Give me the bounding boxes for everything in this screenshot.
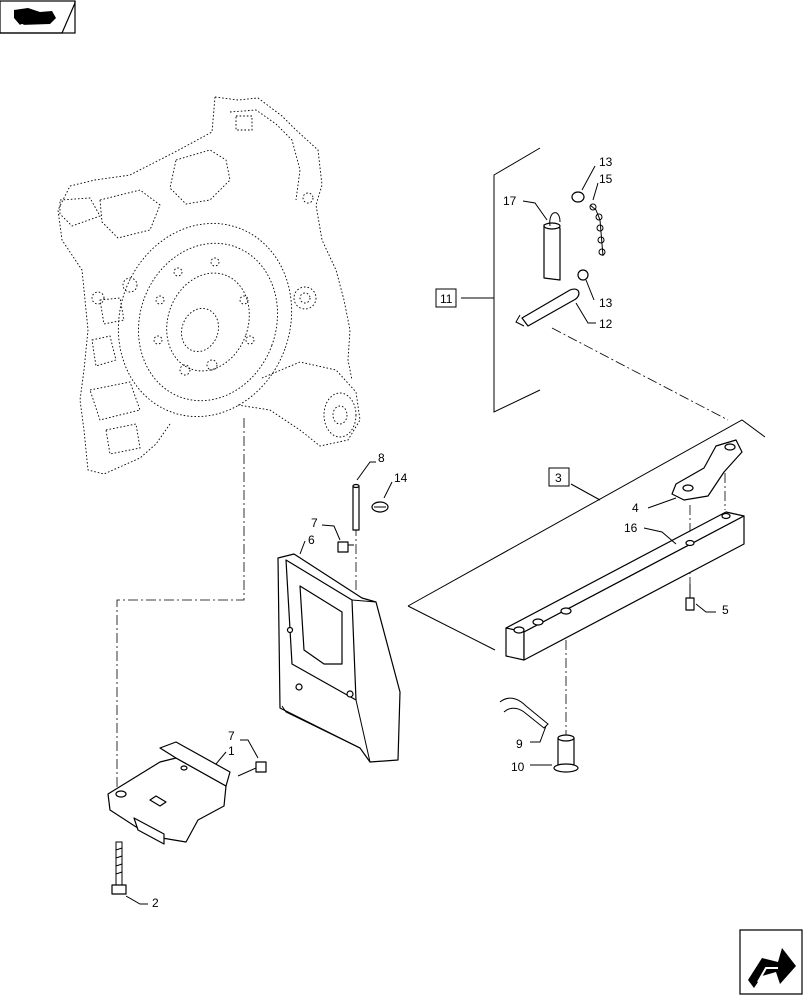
callout-7-lower: 7 xyxy=(228,729,235,743)
bolt-7-lower xyxy=(237,761,267,777)
callouts-mounting: 7 1 2 xyxy=(125,729,259,910)
drawbar-16 xyxy=(505,511,745,661)
pin-17 xyxy=(543,212,561,281)
callout-14: 14 xyxy=(394,471,408,485)
clip-12 xyxy=(515,288,580,327)
transmission-housing xyxy=(57,96,361,475)
callout-5: 5 xyxy=(722,603,729,617)
callout-7-upper: 7 xyxy=(311,516,318,530)
callout-16: 16 xyxy=(624,521,638,535)
group-3-bracket: 3 xyxy=(407,419,766,651)
alignment-lines xyxy=(116,327,729,790)
callout-9: 9 xyxy=(516,737,523,751)
callouts-bracket: 8 14 7 6 xyxy=(299,451,408,555)
pin-10 xyxy=(553,734,579,773)
pin-8 xyxy=(352,483,360,531)
clip-9 xyxy=(499,697,549,729)
mounting-bracket-1 xyxy=(107,741,231,845)
bolt-5 xyxy=(685,584,695,611)
bolt-2 xyxy=(111,841,127,895)
callout-2: 2 xyxy=(152,896,159,910)
callout-15: 15 xyxy=(599,172,613,186)
callout-6: 6 xyxy=(308,533,315,547)
support-bracket-6 xyxy=(277,553,401,763)
callout-1: 1 xyxy=(228,744,235,758)
callouts-group-11: 13 15 17 11 13 12 xyxy=(435,155,613,331)
ring-13-lower xyxy=(577,269,589,281)
callouts-drawbar: 4 16 5 9 10 xyxy=(511,497,729,774)
group-11-bracket xyxy=(461,147,541,413)
callout-13-top: 13 xyxy=(599,155,613,169)
callout-17: 17 xyxy=(503,194,517,208)
chain-15 xyxy=(589,203,606,257)
cap-14 xyxy=(371,501,389,513)
next-page-arrow-icon xyxy=(748,948,796,988)
tractor-icon-button[interactable] xyxy=(0,0,76,34)
next-page-button[interactable] xyxy=(739,929,803,995)
callout-13-bottom: 13 xyxy=(599,296,613,310)
callout-8: 8 xyxy=(378,451,385,465)
callout-3: 3 xyxy=(555,471,562,485)
ring-13-upper xyxy=(571,191,585,203)
tractor-silhouette-icon xyxy=(14,8,56,28)
callout-10: 10 xyxy=(511,760,525,774)
drawbar-link-4 xyxy=(671,439,743,501)
callout-4: 4 xyxy=(632,501,639,515)
callout-11: 11 xyxy=(440,292,453,306)
bolt-7-upper xyxy=(337,541,354,553)
callout-12: 12 xyxy=(599,317,613,331)
